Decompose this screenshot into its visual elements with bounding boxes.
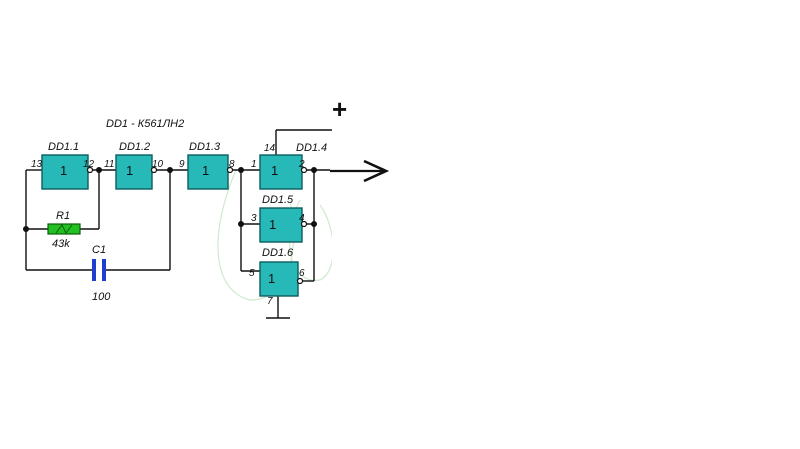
junctions <box>23 167 317 232</box>
pin-label: 3 <box>251 213 257 224</box>
output-arrow-icon <box>363 159 390 183</box>
gate-label: DD1.6 <box>262 247 294 259</box>
resistor-label: R1 <box>56 210 70 222</box>
plus-supply-label: + <box>332 94 347 124</box>
gate-symbol: 1 <box>269 217 276 232</box>
capacitor-label: C1 <box>92 244 106 256</box>
gate-symbol: 1 <box>268 271 275 286</box>
gate-symbol: 1 <box>126 163 133 178</box>
chip-title: DD1 - К561ЛН2 <box>106 118 184 130</box>
gate-symbol: 1 <box>202 163 209 178</box>
pin-label: 2 <box>298 159 305 170</box>
gate-dd1-3: 1 DD1.3 9 8 <box>179 141 235 190</box>
pin-label: 1 <box>251 159 257 170</box>
gate-dd1-6: 1 DD1.6 5 6 7 <box>249 247 305 307</box>
pin-label: 7 <box>267 296 273 307</box>
pin-label: 9 <box>179 159 185 170</box>
gate-dd1-5: 1 DD1.5 3 4 <box>251 194 308 243</box>
capacitor-value: 100 <box>92 291 111 303</box>
pin-label: 11 <box>104 159 114 170</box>
gate-label: DD1.5 <box>262 194 294 206</box>
gate-dd1-2: 1 DD1.2 11 10 <box>104 141 164 190</box>
pin-label: 10 <box>152 159 164 170</box>
pin-label: 5 <box>249 268 255 279</box>
gate-label: DD1.4 <box>296 142 327 154</box>
pin-label: 13 <box>31 159 43 170</box>
gate-label: DD1.1 <box>48 141 79 153</box>
resistor-value: 43k <box>52 238 70 250</box>
gate-symbol: 1 <box>271 163 278 178</box>
gate-dd1-4: 1 DD1.4 1 2 14 <box>251 142 327 190</box>
pin-label: 6 <box>299 268 305 279</box>
pin-label: 4 <box>299 213 305 224</box>
resistor-r1: R1 43k <box>47 210 81 250</box>
pin-label: 14 <box>264 143 276 154</box>
gate-label: DD1.2 <box>119 141 150 153</box>
gate-label: DD1.3 <box>189 141 221 153</box>
capacitor-c1: C1 100 <box>92 244 111 303</box>
gate-symbol: 1 <box>60 163 67 178</box>
blank-panel <box>332 88 800 406</box>
pin-label: 8 <box>229 159 235 170</box>
pin-label: 12 <box>83 159 95 170</box>
gate-dd1-1: 1 DD1.1 13 12 <box>31 141 95 190</box>
